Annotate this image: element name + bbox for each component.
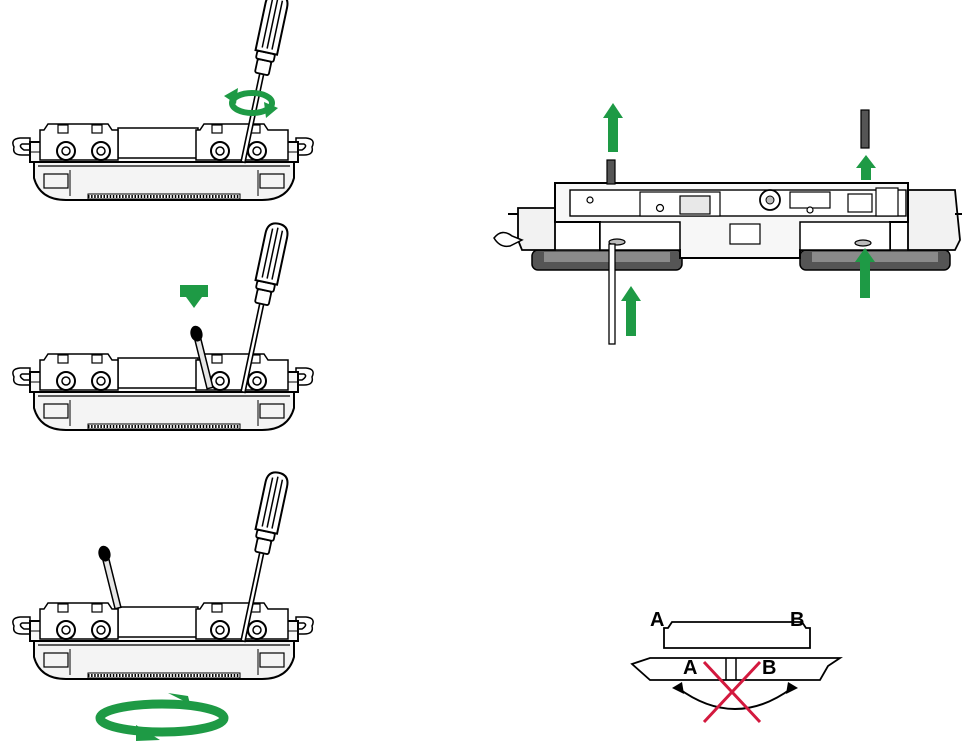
step-2-loco [11,352,315,432]
chassis-top-view [493,182,962,271]
turn-over-arrow-icon [95,693,229,741]
push-rod [608,243,616,345]
red-cross-icon [702,660,762,724]
step-3-loco [11,601,315,681]
down-arrow-icon [180,285,208,308]
removed-pin [606,109,870,185]
label-b-top: B [790,609,804,631]
orientation-diagram: A B A B [630,609,843,710]
pin-3 [95,543,125,611]
label-a-top: A [650,609,664,631]
step-1-loco [11,122,315,202]
up-arrow-icon [603,103,876,336]
label-a-bottom: A [683,657,697,679]
label-b-bottom: B [762,657,776,679]
rotate-arrow-icon [224,88,278,118]
